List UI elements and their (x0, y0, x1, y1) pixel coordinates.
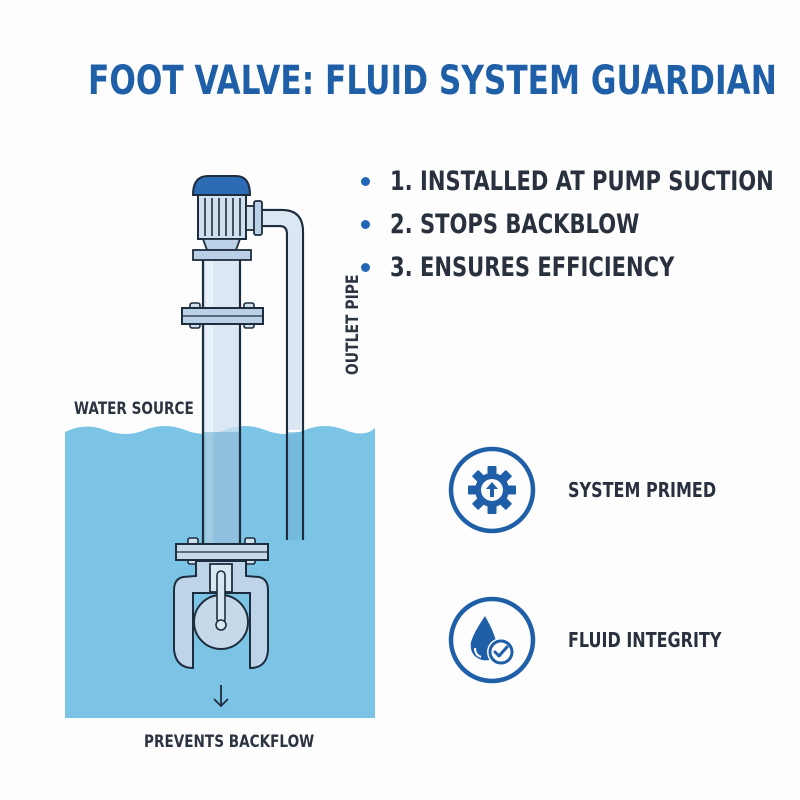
bullet-item: 2. STOPS BACKBLOW (358, 203, 800, 246)
arrow-down-icon (213, 685, 229, 708)
outlet-pipe-icon (258, 208, 305, 540)
page-title: FOOT VALVE: FLUID SYSTEM GUARDIAN (88, 58, 777, 104)
feature-system-primed: SYSTEM PRIMED (448, 446, 753, 534)
bullet-dot-icon (361, 220, 370, 229)
bullet-text: 2. STOPS BACKBLOW (390, 209, 640, 240)
pump-motor-icon (191, 175, 263, 261)
gear-arrow-up-icon (448, 446, 536, 534)
feature-bullet-list: 1. INSTALLED AT PUMP SUCTION 2. STOPS BA… (358, 160, 800, 289)
suction-pipe-icon (181, 258, 264, 548)
bullet-dot-icon (361, 263, 370, 272)
bullet-item: 3. ENSURES EFFICIENCY (358, 246, 800, 289)
bullet-text: 3. ENSURES EFFICIENCY (390, 252, 675, 283)
bullet-item: 1. INSTALLED AT PUMP SUCTION (358, 160, 800, 203)
foot-valve-icon (173, 537, 269, 670)
water-source-label: WATER SOURCE (74, 399, 194, 419)
feature-label: SYSTEM PRIMED (568, 478, 717, 502)
feature-fluid-integrity: FLUID INTEGRITY (448, 596, 760, 684)
prevents-backflow-label: PREVENTS BACKFLOW (144, 732, 315, 752)
outlet-pipe-label: OUTLET PIPE (343, 274, 363, 376)
droplet-check-icon (448, 596, 536, 684)
feature-label: FLUID INTEGRITY (568, 628, 722, 652)
bullet-dot-icon (361, 177, 370, 186)
bullet-text: 1. INSTALLED AT PUMP SUCTION (390, 166, 774, 197)
